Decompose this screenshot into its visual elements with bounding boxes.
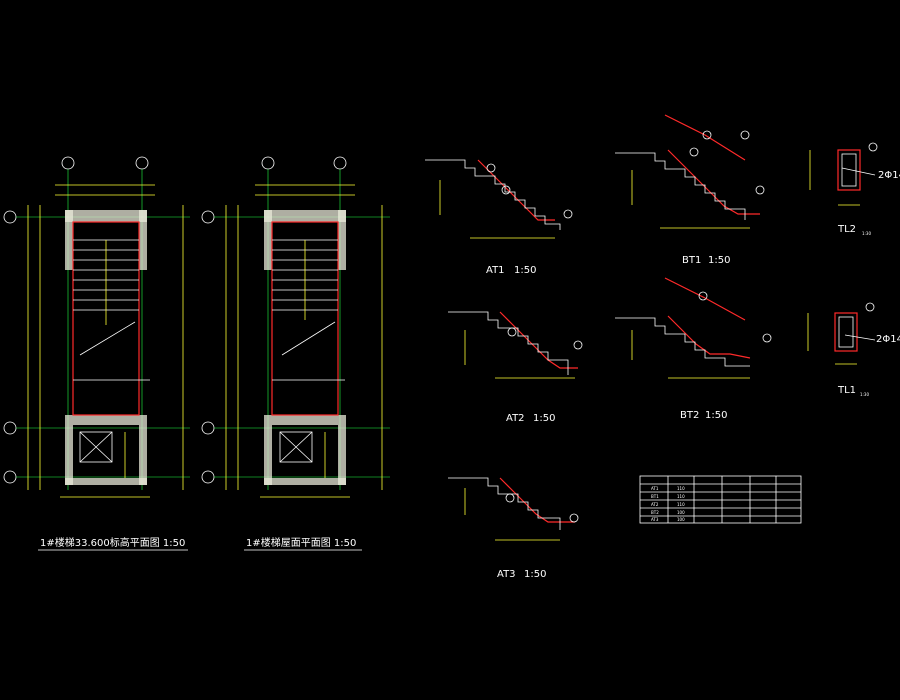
axis-bubble-left-top: [3, 210, 17, 224]
axis-bubble-left-top: [201, 210, 215, 224]
table-cell: 110: [677, 486, 685, 491]
table-cell: BT2: [651, 510, 659, 515]
axis-bubble-left-bottom: [3, 470, 17, 484]
beam-section-tl2: [809, 142, 878, 206]
axis-bubble-top-right: [135, 156, 149, 170]
axis-bubble-top-right: [333, 156, 347, 170]
section-bt2: [615, 277, 772, 379]
beam-scale-tl1: 1:30: [860, 392, 869, 397]
section-scale-at2: 1:50: [533, 413, 555, 424]
stair-plan-1: [3, 156, 190, 498]
section-scale-bt2: 1:50: [705, 410, 727, 421]
section-title-bt1: BT1: [682, 255, 701, 266]
section-title-bt2: BT2: [680, 410, 699, 421]
section-bt1: [615, 114, 765, 229]
section-title-at1: AT1: [486, 265, 505, 276]
section-at3: [448, 477, 579, 541]
table-cell: 100: [677, 517, 685, 522]
table-cell: BT1: [651, 494, 659, 499]
section-at2: [448, 311, 583, 379]
stair-schedule-table: AT1 110 BT1 110 AT2 110 BT2 100 AT3 100: [639, 475, 802, 524]
section-title-at2: AT2: [506, 413, 525, 424]
beam-scale-tl2: 1:30: [862, 231, 871, 236]
axis-bubble-top-left: [261, 156, 275, 170]
section-scale-at3: 1:50: [524, 569, 546, 580]
section-scale-at1: 1:50: [514, 265, 536, 276]
beam-section-tl1: [807, 302, 876, 365]
axis-bubble-left-mid: [201, 421, 215, 435]
section-title-at3: AT3: [497, 569, 516, 580]
axis-bubble-left-bottom: [201, 470, 215, 484]
stair-plan-2: [201, 156, 390, 498]
beam-title-tl1: TL1: [837, 385, 856, 396]
axis-bubble-top-left: [61, 156, 75, 170]
table-cell: AT1: [651, 486, 659, 491]
beam-rebar-tl1: 2Φ14: [876, 334, 900, 345]
table-cell: AT2: [651, 502, 659, 507]
table-cell: 110: [677, 502, 685, 507]
table-cell: 100: [677, 510, 685, 515]
plan-title-1: 1#楼梯33.600标高平面图 1:50: [40, 536, 185, 549]
table-cell: 110: [677, 494, 685, 499]
section-scale-bt1: 1:50: [708, 255, 730, 266]
beam-rebar-tl2: 2Φ14: [878, 170, 900, 181]
beam-title-tl2: TL2: [837, 224, 856, 235]
plan-title-2: 1#楼梯屋面平面图 1:50: [246, 536, 356, 549]
section-at1: [425, 159, 573, 239]
table-cell: AT3: [651, 517, 659, 522]
axis-bubble-left-mid: [3, 421, 17, 435]
